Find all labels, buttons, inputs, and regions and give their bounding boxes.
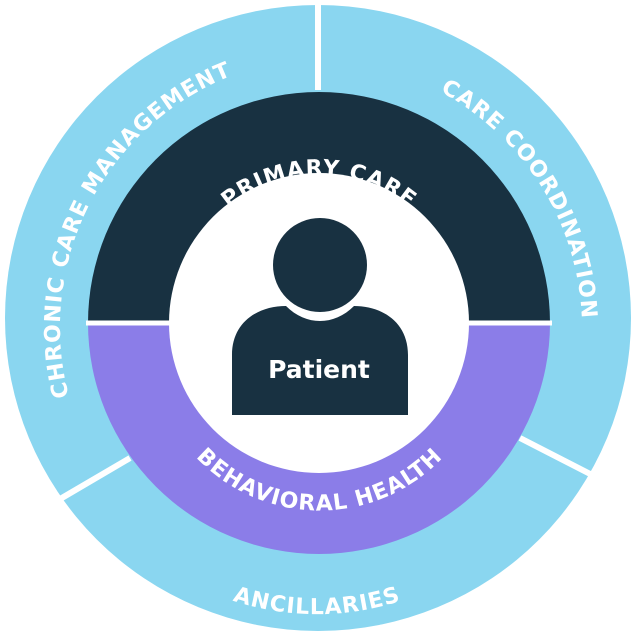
- person-head: [273, 218, 367, 312]
- patient-label: Patient: [268, 355, 370, 384]
- person-icon: [232, 218, 408, 415]
- person-body: [232, 306, 408, 415]
- outer-divider-right: [518, 435, 600, 481]
- outer-divider-left: [53, 455, 132, 505]
